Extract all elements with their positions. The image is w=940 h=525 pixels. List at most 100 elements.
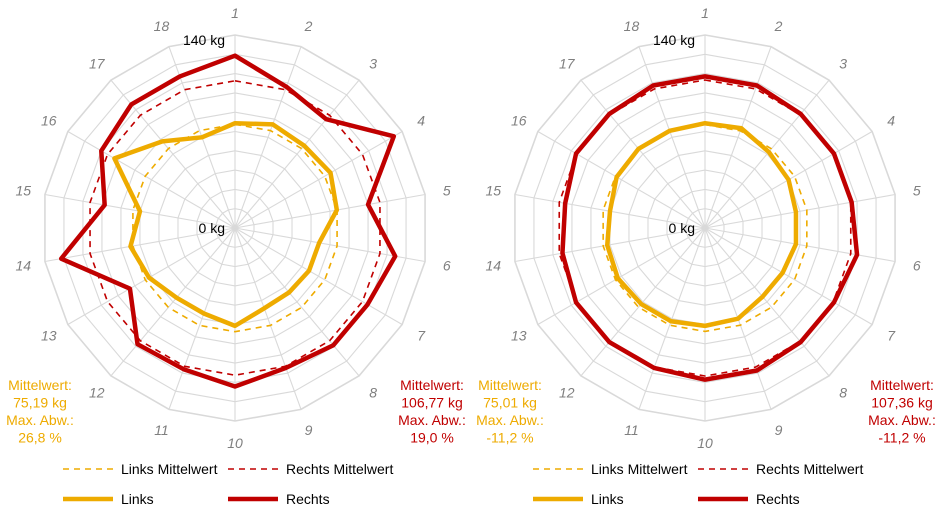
spoke-label-10: 10	[227, 435, 243, 451]
grid-spoke	[234, 193, 426, 229]
spoke-label-6: 6	[443, 257, 451, 273]
spoke-label-10: 10	[697, 435, 713, 451]
stats-links-mean-label: Mittelwert:	[8, 377, 72, 393]
grid-spoke	[537, 227, 706, 325]
legend-label-rechts-mittelwert: Rechts Mittelwert	[756, 461, 863, 477]
grid-spoke	[234, 227, 360, 377]
grid-spoke	[704, 79, 830, 229]
axis-max-label: 140 kg	[183, 32, 225, 48]
stats-rechts-mean-label: Mittelwert:	[400, 377, 464, 393]
stats-rechts-mean-value: 107,36 kg	[871, 395, 933, 411]
spoke-label-13: 13	[511, 328, 527, 344]
grid-spoke	[234, 227, 302, 410]
spoke-label-4: 4	[417, 113, 425, 129]
series-line-links-mittelwert	[132, 123, 338, 333]
spoke-label-18: 18	[624, 18, 640, 34]
grid-spoke	[44, 227, 236, 263]
grid-spoke	[67, 227, 236, 325]
stats-rechts-dev-value: 19,0 %	[410, 430, 454, 446]
series-line-rechts	[58, 53, 398, 389]
legend-label-links: Links	[121, 491, 154, 507]
legend-label-rechts-mittelwert: Rechts Mittelwert	[286, 461, 393, 477]
spoke-label-18: 18	[154, 18, 170, 34]
spoke-label-7: 7	[887, 328, 896, 344]
spoke-label-11: 11	[154, 422, 169, 438]
spoke-label-14: 14	[15, 257, 31, 273]
grid-spoke	[234, 79, 360, 229]
grid-spoke	[234, 46, 302, 229]
grid-spoke	[638, 46, 706, 229]
legend-label-links-mittelwert: Links Mittelwert	[121, 461, 218, 477]
stats-rechts-dev-label: Max. Abw.:	[398, 412, 466, 428]
stats-rechts-dev-value: -11,2 %	[878, 430, 925, 446]
axis-max-label: 140 kg	[653, 32, 695, 48]
grid-spoke	[580, 227, 706, 377]
spoke-label-9: 9	[775, 422, 783, 438]
stats-links-mean-value: 75,01 kg	[483, 395, 537, 411]
stats-links-dev-label: Max. Abw.:	[476, 412, 544, 428]
spoke-label-12: 12	[559, 385, 575, 401]
grid-spoke	[514, 227, 706, 263]
spoke-label-9: 9	[305, 422, 313, 438]
spoke-label-16: 16	[41, 113, 57, 129]
spoke-label-6: 6	[913, 257, 921, 273]
grid-spoke	[234, 131, 403, 229]
grid-spoke	[638, 227, 706, 410]
legend-label-links-mittelwert: Links Mittelwert	[591, 461, 688, 477]
spoke-label-11: 11	[624, 422, 639, 438]
grid-spoke	[704, 46, 772, 229]
spoke-label-2: 2	[774, 18, 783, 34]
grid-spoke	[704, 227, 873, 325]
spoke-label-5: 5	[913, 183, 921, 199]
spoke-label-15: 15	[15, 183, 31, 199]
grid-spoke	[234, 227, 403, 325]
series-line-rechts	[560, 74, 860, 382]
grid-spoke	[580, 79, 706, 229]
series-line-links	[605, 120, 799, 329]
stats-links-dev-label: Max. Abw.:	[6, 412, 74, 428]
spoke-label-3: 3	[369, 55, 377, 71]
grid-spoke	[704, 227, 830, 377]
spoke-label-1: 1	[701, 5, 709, 21]
spoke-label-15: 15	[485, 183, 501, 199]
grid-spoke	[704, 227, 896, 263]
spoke-label-7: 7	[417, 328, 426, 344]
spoke-label-4: 4	[887, 113, 895, 129]
spoke-label-12: 12	[89, 385, 105, 401]
spoke-label-8: 8	[369, 385, 377, 401]
series-line-links	[112, 120, 340, 329]
stats-links-mean-label: Mittelwert:	[478, 377, 542, 393]
legend-label-rechts: Rechts	[756, 491, 800, 507]
spoke-label-17: 17	[89, 55, 106, 71]
legend-label-rechts: Rechts	[286, 491, 330, 507]
stats-links-dev-value: -11,2 %	[486, 430, 533, 446]
axis-min-label: 0 kg	[199, 220, 225, 236]
spoke-label-3: 3	[839, 55, 847, 71]
spoke-label-5: 5	[443, 183, 451, 199]
series-line-links-mittelwert	[602, 123, 808, 333]
spoke-label-13: 13	[41, 328, 57, 344]
grid-spoke	[168, 227, 236, 410]
stats-links-dev-value: 26,8 %	[18, 430, 62, 446]
grid-spoke	[110, 227, 236, 377]
spoke-label-16: 16	[511, 113, 527, 129]
grid-spoke	[704, 193, 896, 229]
spoke-label-8: 8	[839, 385, 847, 401]
legend-label-links: Links	[591, 491, 624, 507]
spoke-label-1: 1	[231, 5, 239, 21]
stats-links-mean-value: 75,19 kg	[13, 395, 67, 411]
grid-spoke	[537, 131, 706, 229]
stats-rechts-mean-label: Mittelwert:	[870, 377, 934, 393]
grid-spoke	[67, 131, 236, 229]
stats-rechts-dev-label: Max. Abw.:	[868, 412, 936, 428]
spoke-label-14: 14	[485, 257, 501, 273]
spoke-label-2: 2	[304, 18, 313, 34]
stats-rechts-mean-value: 106,77 kg	[401, 395, 463, 411]
spoke-label-17: 17	[559, 55, 576, 71]
axis-min-label: 0 kg	[669, 220, 695, 236]
